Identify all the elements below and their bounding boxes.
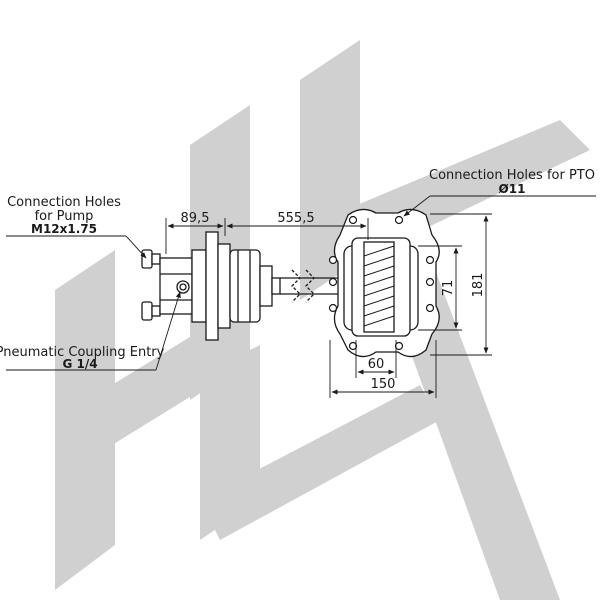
dimension-text: 89,5 555,5 71 181 60 150	[181, 211, 486, 392]
dim-outer-width: 150	[371, 377, 396, 392]
dim-shaft-length: 555,5	[277, 211, 314, 226]
pto-holes-line1: Connection Holes for PTO	[429, 168, 595, 183]
pto-holes-spec: Ø11	[499, 182, 526, 196]
callout-text: Connection Holes for Pump M12x1.75 Conne…	[0, 168, 595, 371]
pump-assembly	[141, 231, 281, 341]
dim-inner-height: 71	[441, 280, 456, 297]
pto-flange	[328, 208, 440, 358]
dimension-lines	[165, 213, 492, 398]
pneumatic-line1: Pneumatic Coupling Entry	[0, 345, 165, 360]
pump-holes-spec: M12x1.75	[31, 222, 97, 236]
dim-inner-width: 60	[368, 357, 385, 372]
dim-outer-height: 181	[471, 273, 486, 298]
pump-holes-line2: for Pump	[35, 209, 94, 224]
dim-pump-flange: 89,5	[181, 211, 210, 226]
shaft	[280, 269, 338, 303]
leader-lines	[6, 195, 596, 371]
pump-holes-line1: Connection Holes	[7, 195, 121, 210]
pneumatic-spec: G 1/4	[62, 357, 97, 371]
hk-watermark	[55, 40, 590, 600]
